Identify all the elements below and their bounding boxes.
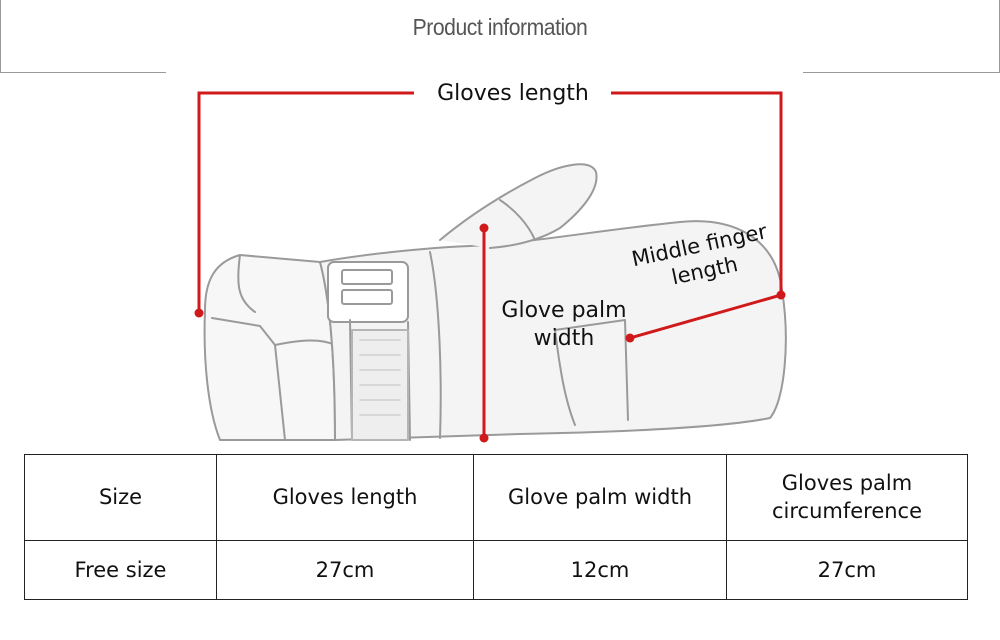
header-divider-right xyxy=(803,72,1000,73)
header-palm-width: Glove palm width xyxy=(473,454,727,541)
gloves-length-label: Gloves length xyxy=(415,80,611,108)
endpoint-dot xyxy=(625,333,635,343)
header-palm-circumference: Gloves palm circumference xyxy=(726,454,968,541)
endpoint-dot xyxy=(479,433,489,443)
glove-illustration xyxy=(203,163,787,441)
table-header-row: Size Gloves length Glove palm width Glov… xyxy=(24,454,968,541)
palm-width-label-line1: Glove palm xyxy=(501,298,627,323)
table-row: Free size 27cm 12cm 27cm xyxy=(24,539,968,601)
dimension-endpoints xyxy=(194,223,786,443)
cell-size: Free size xyxy=(24,539,217,601)
cell-gloves-length: 27cm xyxy=(216,539,474,601)
cell-palm-width: 12cm xyxy=(473,539,727,601)
endpoint-dot xyxy=(479,223,489,233)
header-size: Size xyxy=(24,454,217,541)
gloves-length-line xyxy=(197,91,783,313)
cell-palm-circumference: 27cm xyxy=(726,539,968,601)
middle-finger-line xyxy=(629,293,782,340)
endpoint-dot xyxy=(194,308,204,318)
palm-width-label-line2: width xyxy=(533,325,595,351)
palm-width-label: Glove palm width xyxy=(480,297,648,352)
endpoint-dot xyxy=(776,290,786,300)
header-gloves-length: Gloves length xyxy=(216,454,474,541)
size-table: Size Gloves length Glove palm width Glov… xyxy=(24,454,968,601)
header-divider-left xyxy=(0,72,166,73)
glove-diagram xyxy=(194,91,787,443)
page-title: Product information xyxy=(412,14,588,40)
dimension-lines xyxy=(197,91,783,438)
